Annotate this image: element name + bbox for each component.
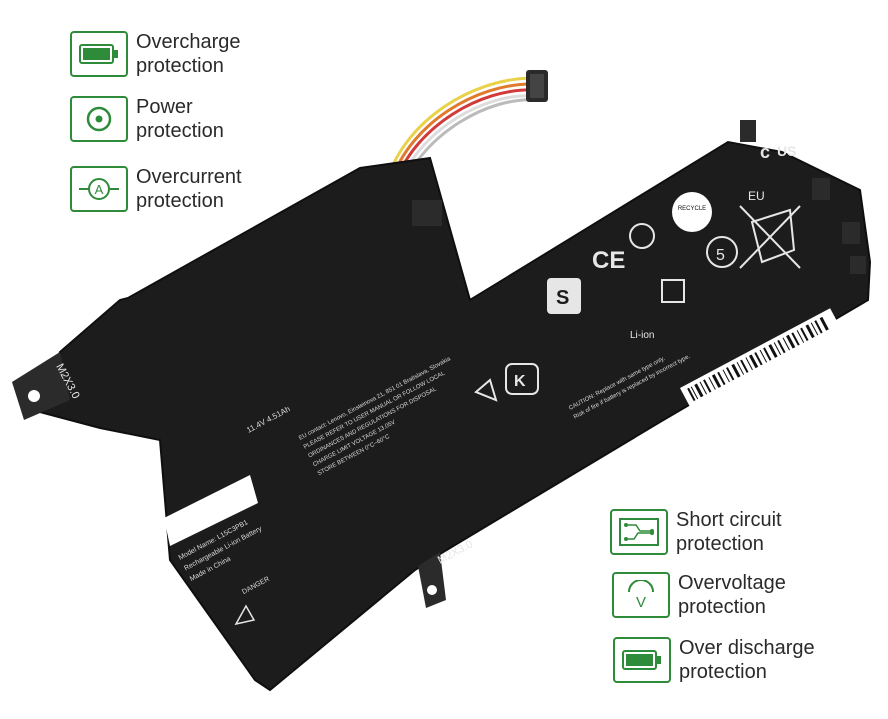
battery-full-icon [613,637,671,683]
feature-overvoltage: V Overvoltage protection [612,571,786,619]
svg-text:A: A [95,182,104,197]
svg-text:c: c [760,142,770,162]
feature-short-circuit: Short circuit protection [610,508,782,556]
circuit-board-icon [610,509,668,555]
feature-label: Overcharge protection [136,31,241,77]
battery-full-icon [70,31,128,77]
svg-text:K: K [514,373,526,390]
feature-over-discharge: Over discharge protection [613,636,815,684]
svg-text:US: US [777,143,796,159]
feature-label: Short circuit protection [676,509,782,555]
svg-text:V: V [636,594,646,610]
feature-label: Over discharge protection [679,637,815,683]
svg-text:RECYCLE: RECYCLE [678,206,706,212]
power-icon [70,96,128,142]
feature-label: Overcurrent protection [136,166,242,212]
feature-label: Power protection [136,96,224,142]
svg-text:5: 5 [716,247,725,264]
feature-overcharge: Overcharge protection [70,30,241,78]
svg-text:CE: CE [592,247,625,274]
svg-text:S: S [556,287,569,309]
svg-text:EU: EU [748,189,765,203]
voltmeter-icon: V [612,572,670,618]
svg-text:Li-ion: Li-ion [630,330,654,341]
ammeter-icon: A [70,166,128,212]
feature-overcurrent: A Overcurrent protection [70,165,242,213]
feature-label: Overvoltage protection [678,572,786,618]
feature-power: Power protection [70,95,224,143]
